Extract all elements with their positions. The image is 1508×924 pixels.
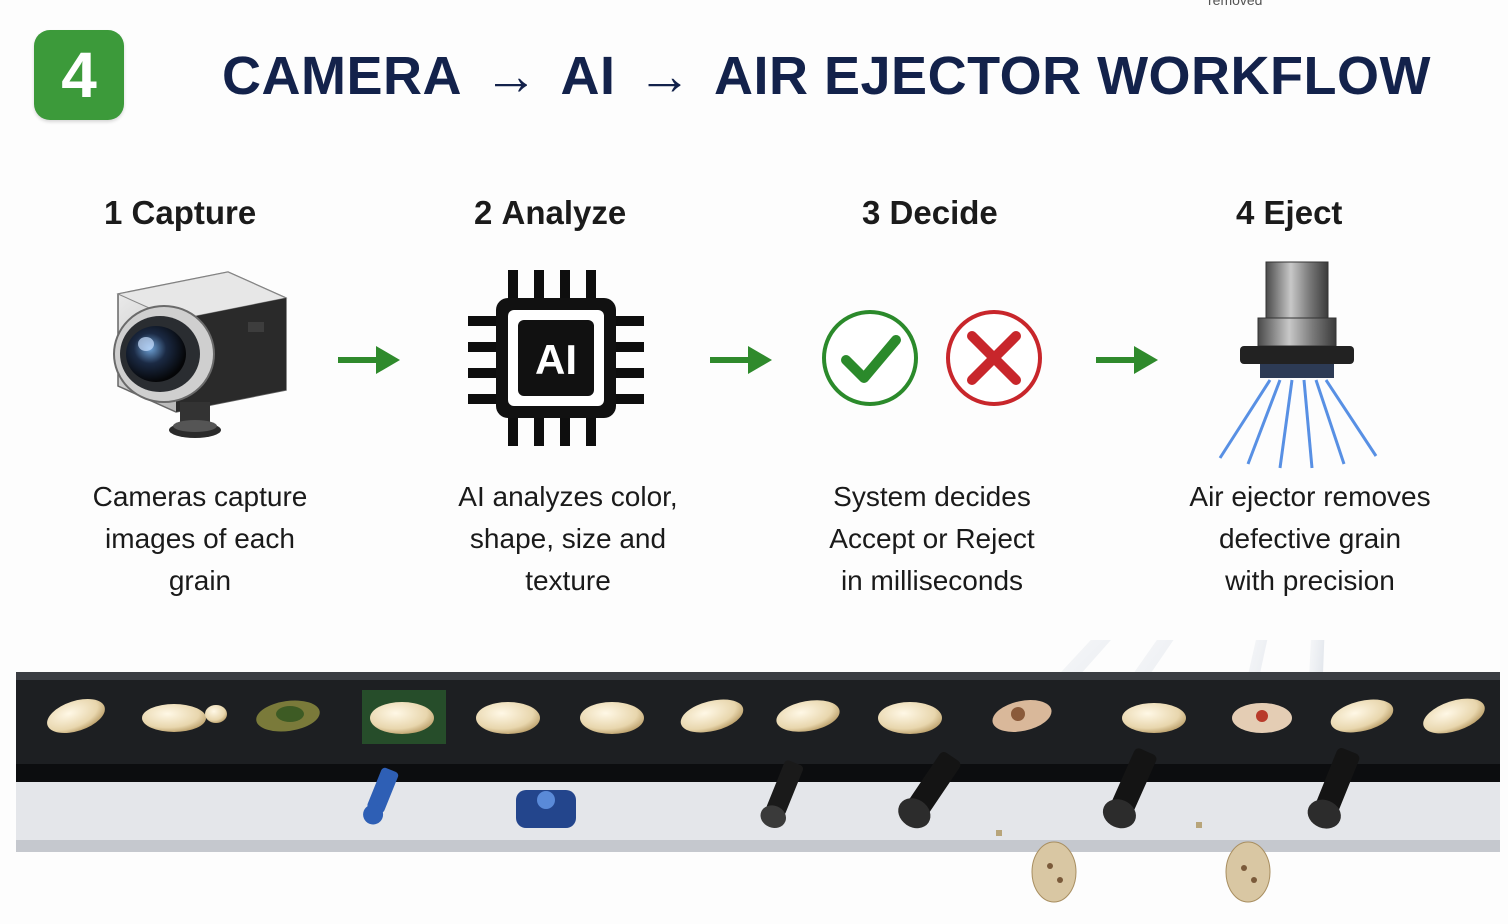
flow-arrow-icon <box>710 346 772 374</box>
desc-line: defective grain <box>1218 523 1402 554</box>
flow-arrow-icon <box>1096 346 1158 374</box>
conveyor-belt-illustration <box>16 640 1500 903</box>
step-name: Capture <box>131 194 257 231</box>
step-description-eject: Air ejector removes defective grain with… <box>1150 476 1470 602</box>
desc-line: grain <box>168 565 232 596</box>
flow-arrow-icon <box>338 346 400 374</box>
title-ai: AI <box>560 46 616 106</box>
ejector-nozzles <box>363 748 1360 829</box>
title-air-ejector: AIR EJECTOR WORKFLOW <box>714 46 1431 106</box>
step-num: 2 <box>474 194 493 231</box>
step-description-capture: Cameras capture images of each grain <box>40 476 360 602</box>
desc-line: Accept or Reject <box>829 523 1035 554</box>
desc-line: with precision <box>1225 565 1395 596</box>
air-nozzle-icon <box>1218 261 1378 469</box>
step-number-badge: 4 <box>34 30 124 120</box>
desc-line: images of each <box>105 523 295 554</box>
title-arrow-1: → <box>484 46 539 106</box>
grain-row <box>47 690 1485 744</box>
desc-line: texture <box>525 565 611 596</box>
step-label-decide: 3 Decide <box>862 194 998 232</box>
title-camera: CAMERA <box>222 46 462 106</box>
desc-line: System decides <box>833 481 1031 512</box>
desc-line: in milliseconds <box>840 565 1024 596</box>
ejected-grains <box>996 822 1271 903</box>
step-num: 3 <box>862 194 881 231</box>
page-title: CAMERA → AI → AIR EJECTOR WORKFLOW <box>222 44 1431 108</box>
step-name: Decide <box>889 194 998 231</box>
reject-cross-icon <box>946 310 1042 406</box>
desc-line: Air ejector removes <box>1189 481 1431 512</box>
accept-reject-icon <box>822 310 1042 406</box>
step-label-analyze: 2 Analyze <box>474 194 626 232</box>
chip-label: AI <box>535 336 577 383</box>
desc-line: Cameras capture <box>92 481 308 512</box>
desc-line: AI analyzes color, <box>458 481 678 512</box>
step-label-eject: 4 Eject <box>1236 194 1342 232</box>
step-name: Analyze <box>501 194 627 231</box>
step-num: 1 <box>104 194 123 231</box>
ai-chip-icon: AI <box>468 270 644 446</box>
step-num: 4 <box>1236 194 1255 231</box>
accept-check-icon <box>822 310 918 406</box>
step-description-decide: System decides Accept or Reject in milli… <box>772 476 1092 602</box>
step-name: Eject <box>1263 194 1343 231</box>
step-label-capture: 1 Capture <box>104 194 256 232</box>
cropped-top-text: removed <box>1208 0 1263 8</box>
desc-line: shape, size and <box>469 523 667 554</box>
step-description-analyze: AI analyzes color, shape, size and textu… <box>408 476 728 602</box>
camera-icon <box>113 271 288 438</box>
title-arrow-2: → <box>637 46 692 106</box>
